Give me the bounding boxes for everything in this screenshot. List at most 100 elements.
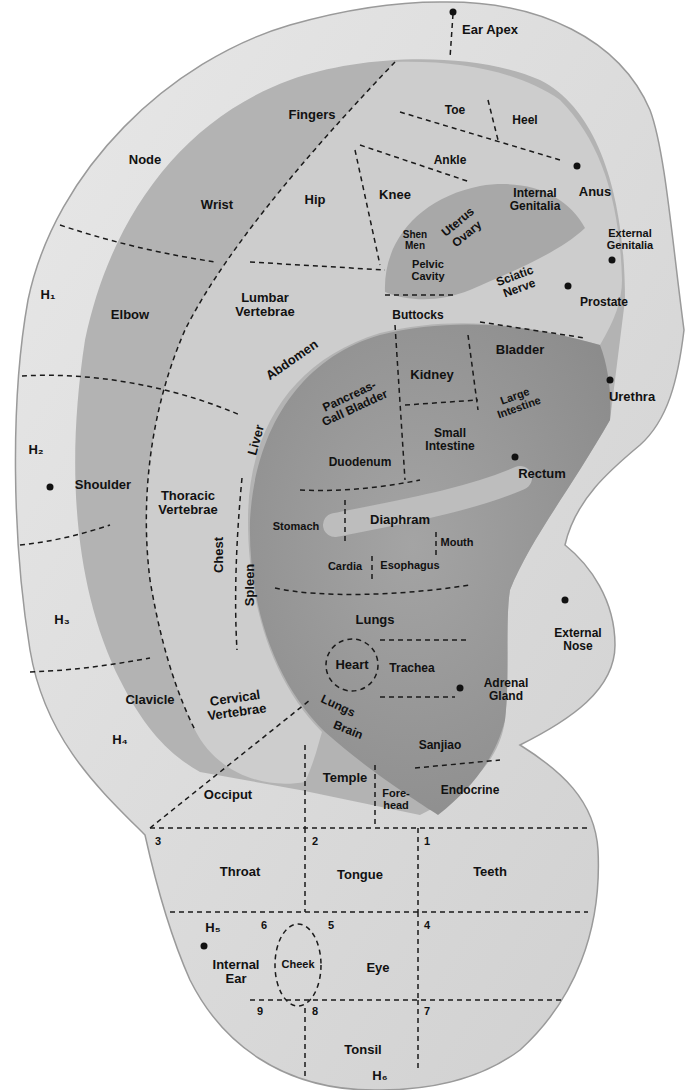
region-label: Eye	[366, 961, 389, 975]
boundary-line	[250, 999, 565, 1001]
callout-number: 6	[261, 920, 267, 932]
region-label: Hip	[305, 193, 326, 207]
callout-number: 5	[328, 920, 334, 932]
region-label: Internal Genitalia	[504, 187, 566, 212]
boundary-line	[20, 525, 110, 545]
region-label: Wrist	[201, 198, 233, 212]
region-label: Lumbar Vertebrae	[227, 291, 303, 318]
region-label: Node	[129, 153, 162, 167]
boundary-line	[300, 480, 420, 491]
region-label: Internal Ear	[205, 958, 267, 985]
callout-number: 3	[155, 836, 161, 848]
organ-circle: Heart	[325, 638, 379, 692]
region-label: Elbow	[111, 308, 149, 322]
region-label: Ankle	[434, 154, 467, 167]
region-label: Urethra	[609, 390, 655, 404]
boundary-line	[22, 375, 240, 415]
region-label: Tonsil	[344, 1043, 381, 1057]
boundary-line	[468, 335, 478, 410]
region-label: Toe	[445, 104, 465, 117]
node-border	[326, 639, 378, 691]
boundary-line	[435, 532, 437, 555]
region-label: Knee	[379, 188, 411, 202]
ear-outline	[15, 2, 684, 1090]
boundary-line	[360, 145, 470, 182]
region-label: Throat	[220, 865, 260, 879]
region-label: Duodenum	[329, 456, 392, 469]
boundary-line	[236, 478, 242, 650]
boundary-line	[417, 912, 419, 1000]
boundary-line	[395, 325, 405, 480]
zone-label: H₁	[41, 288, 56, 302]
boundary-line	[374, 765, 376, 828]
boundary-line	[480, 322, 585, 338]
boundary-line	[304, 1008, 306, 1080]
region-label: Small Intestine	[418, 427, 482, 452]
boundary-line	[250, 262, 385, 270]
boundary-line	[400, 112, 560, 160]
region-label: Prostate	[580, 296, 628, 309]
boundary-line	[415, 760, 500, 768]
boundary-line	[488, 100, 498, 140]
point-dot	[607, 377, 614, 384]
node-label: Heart	[335, 658, 368, 672]
region-label: Tongue	[337, 868, 383, 882]
region-label: Clavicle	[125, 693, 174, 707]
region-label: Teeth	[473, 865, 507, 879]
region-label: Occiput	[204, 788, 252, 802]
region-label: External Genitalia	[602, 228, 658, 251]
node-label: Cheek	[281, 959, 314, 971]
point-dot	[609, 257, 616, 264]
callout-number: 9	[257, 1006, 263, 1018]
point-dot	[47, 484, 54, 491]
region-label: Bladder	[496, 343, 544, 357]
point-dot	[562, 597, 569, 604]
region-label: Sanjiao	[419, 739, 462, 752]
region-label: Diaphram	[370, 513, 430, 527]
region-label: Buttocks	[392, 309, 443, 322]
callout-number: 2	[312, 836, 318, 848]
boundary-line	[417, 828, 419, 912]
organ-ellipse: Cheek	[274, 923, 322, 1007]
boundary-line	[304, 828, 306, 912]
region-label: Fore- head	[377, 788, 415, 811]
triangular-fossa	[385, 184, 585, 299]
zone-label: H₂	[28, 443, 43, 457]
region-label: Stomach	[273, 521, 319, 533]
zone-label: H₃	[54, 613, 69, 627]
boundary-line	[450, 14, 453, 58]
region-label: Anus	[579, 185, 612, 199]
boundary-line	[344, 500, 346, 545]
boundary-line	[405, 400, 478, 405]
concha-hollow	[250, 325, 611, 815]
point-dot	[574, 163, 581, 170]
callout-number: 7	[424, 1006, 430, 1018]
boundary-line	[30, 658, 150, 672]
boundary-line	[385, 294, 455, 296]
region-label: Temple	[323, 771, 368, 785]
region-label: Adrenal Gland	[476, 677, 536, 702]
region-label: Lungs	[356, 613, 395, 627]
region-label: Cardia	[328, 561, 362, 573]
boundary-line	[417, 1000, 419, 1070]
region-label: Fingers	[289, 108, 336, 122]
region-label: Shoulder	[75, 478, 131, 492]
zone-label: H₆	[372, 1069, 387, 1083]
boundary-line	[304, 745, 306, 828]
boundary-line	[170, 911, 588, 913]
point-dot	[565, 283, 572, 290]
region-label: Heel	[512, 114, 537, 127]
region-label: Spleen	[243, 564, 257, 607]
boundary-line	[275, 585, 470, 594]
region-label: Shen Men	[400, 230, 430, 251]
boundary-line	[146, 62, 395, 730]
node-border	[275, 924, 321, 1006]
point-dot	[450, 9, 457, 16]
region-label: Trachea	[389, 662, 434, 675]
point-dot	[512, 454, 519, 461]
callout-number: 8	[312, 1006, 318, 1018]
region-label: Ear Apex	[462, 23, 518, 37]
boundary-line	[355, 150, 380, 265]
region-label: Endocrine	[441, 784, 500, 797]
